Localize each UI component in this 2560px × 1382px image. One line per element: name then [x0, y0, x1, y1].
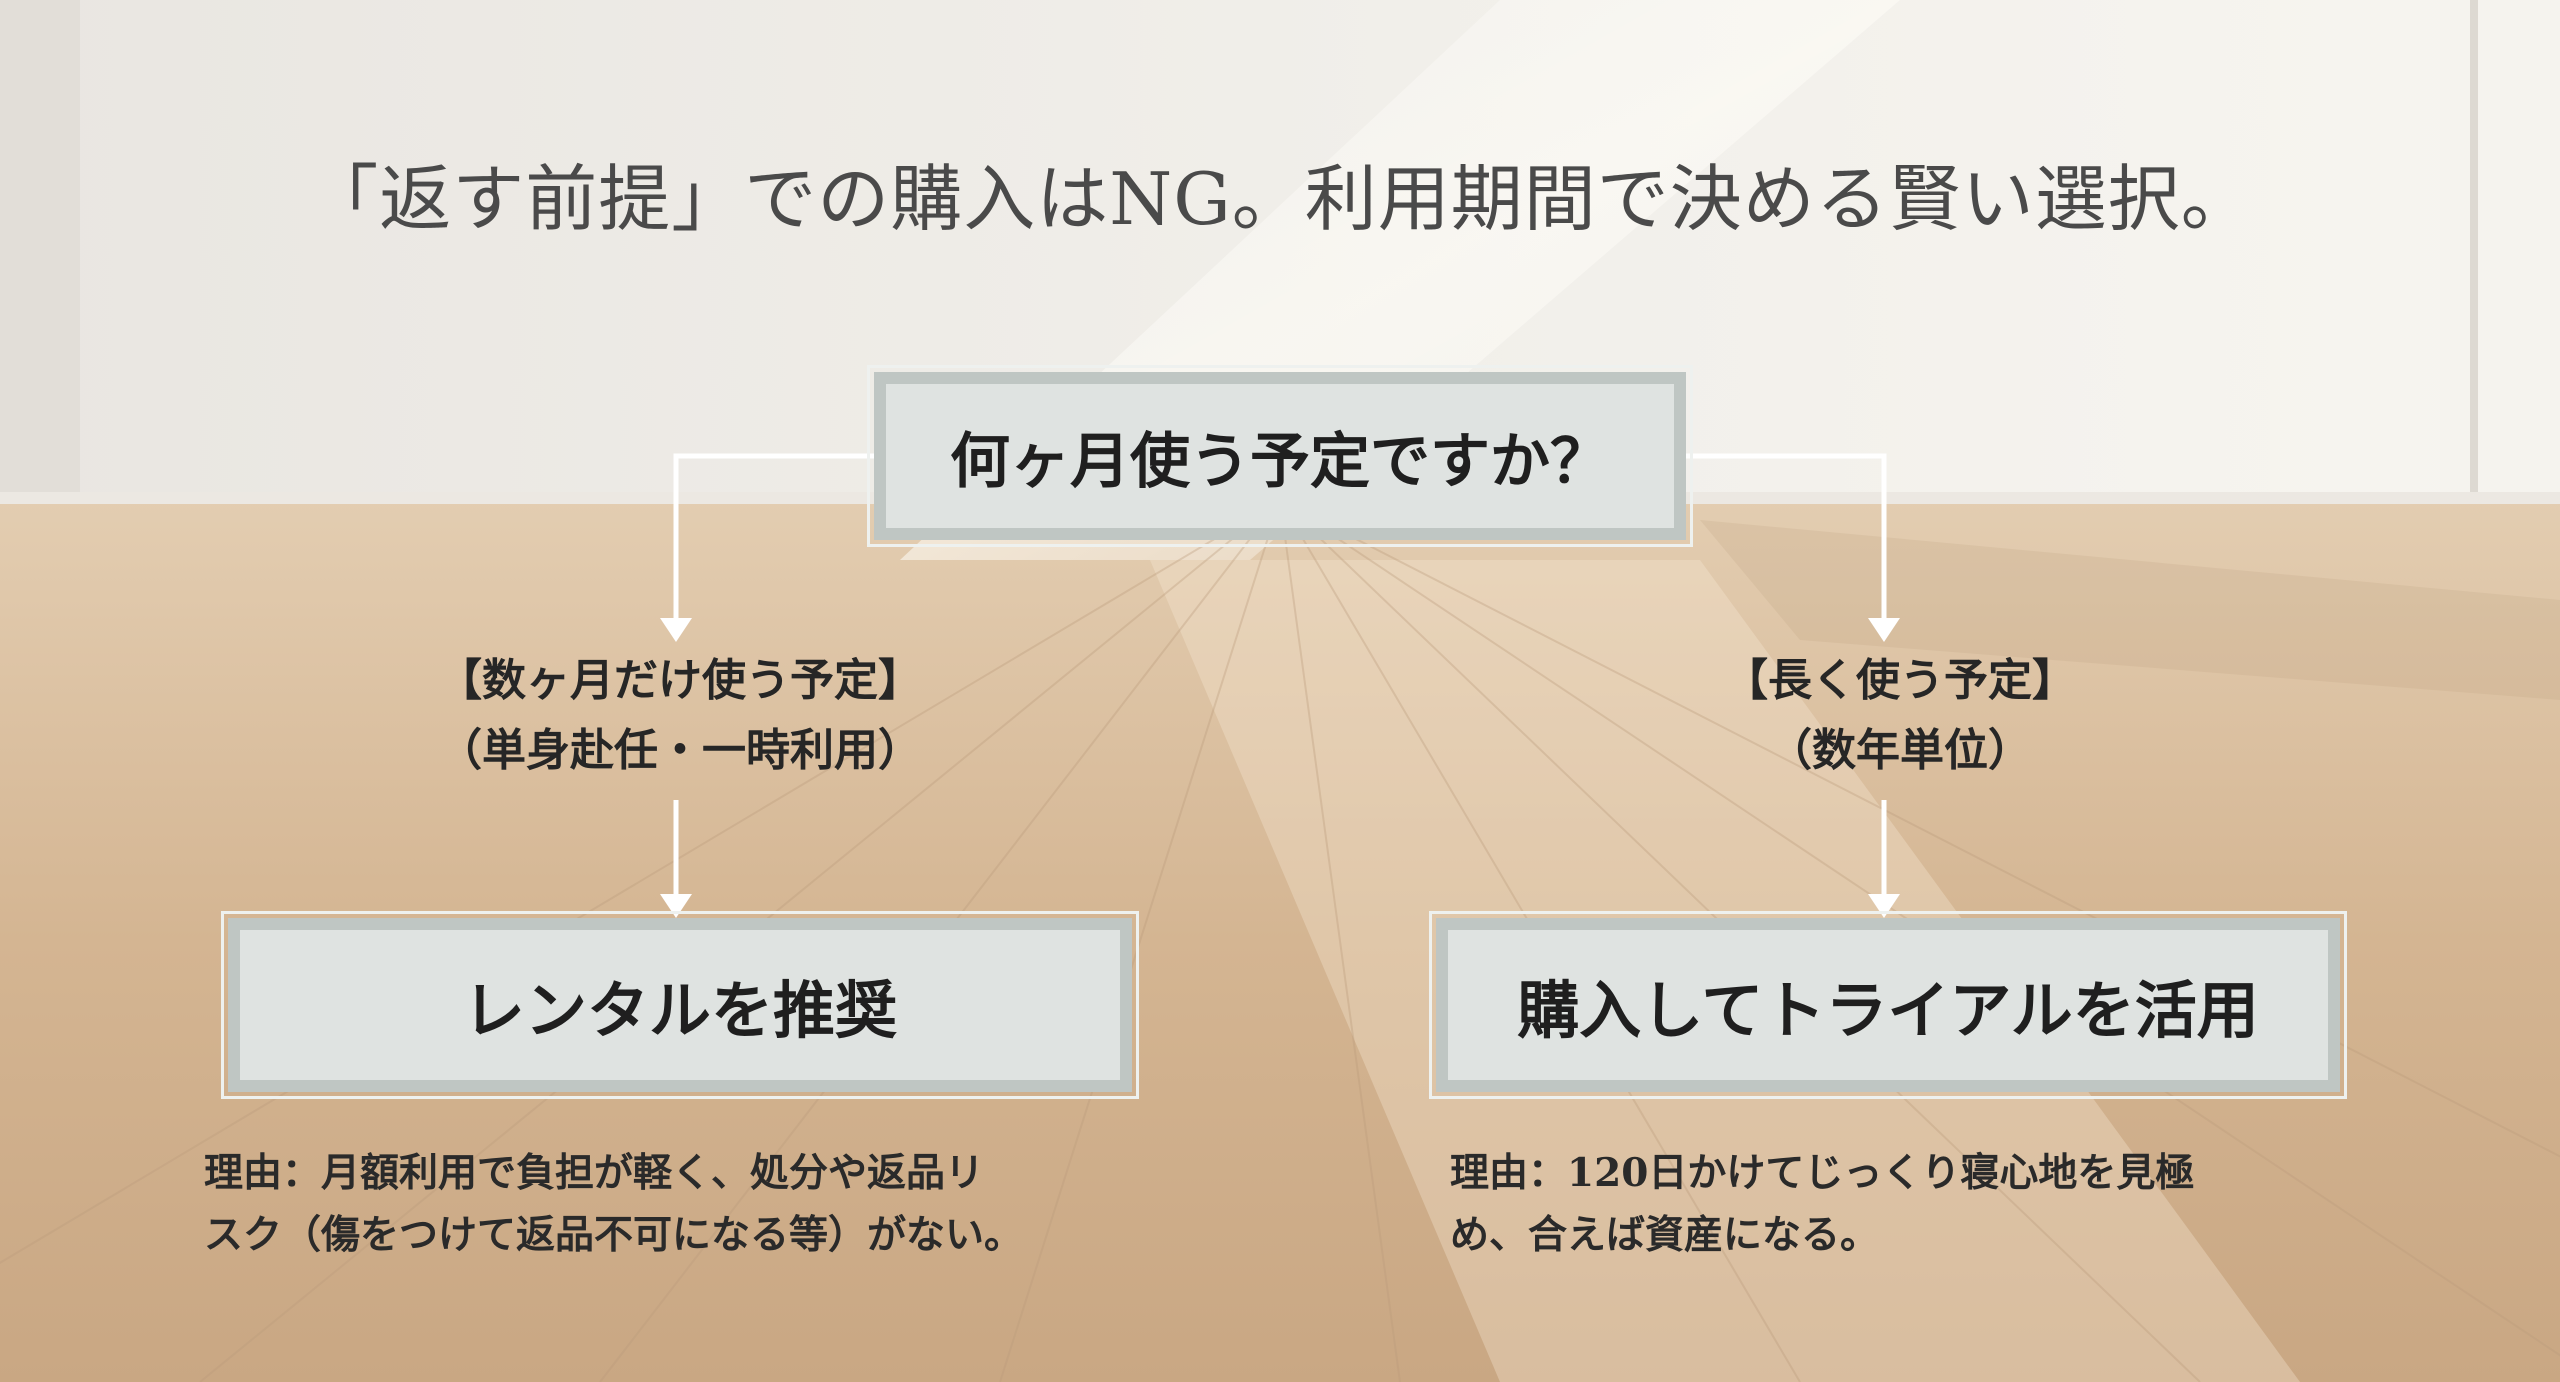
purchase-reason-line2: め、合えば資産になる。	[1450, 1212, 1880, 1258]
left-condition-line2: （単身赴任・一時利用）	[438, 725, 922, 776]
right-condition: 【長く使う予定】 （数年単位）	[1600, 646, 2200, 786]
left-condition: 【数ヶ月だけ使う予定】 （単身赴任・一時利用）	[340, 646, 1020, 786]
purchase-reason: 理由：120日かけてじっくり寝心地を見極 め、合えば資産になる。	[1450, 1142, 2330, 1266]
rental-reason: 理由：月額利用で負担が軽く、処分や返品リ スク（傷をつけて返品不可になる等）がな…	[204, 1142, 1164, 1266]
right-condition-line2: （数年単位）	[1768, 725, 2032, 776]
rental-recommendation-text: レンタルを推奨	[462, 974, 897, 1047]
question-text: 何ヶ月使う予定ですか？	[950, 426, 1610, 497]
purchase-recommendation-box: 購入してトライアルを活用	[1429, 911, 2347, 1099]
rental-reason-line1: 理由：月額利用で負担が軽く、処分や返品リ	[204, 1150, 985, 1196]
rental-recommendation-box: レンタルを推奨	[221, 911, 1139, 1099]
purchase-reason-line1: 理由：120日かけてじっくり寝心地を見極	[1450, 1150, 2195, 1196]
question-box: 何ヶ月使う予定ですか？	[867, 365, 1693, 547]
purchase-recommendation-text: 購入してトライアルを活用	[1517, 974, 2259, 1047]
page-title: 「返す前提」での購入はNG。利用期間で決める賢い選択。	[306, 157, 2254, 241]
left-condition-line1: 【数ヶ月だけ使う予定】	[438, 655, 922, 706]
rental-reason-line2: スク（傷をつけて返品不可になる等）がない。	[204, 1212, 1024, 1258]
right-condition-line1: 【長く使う予定】	[1724, 655, 2076, 706]
